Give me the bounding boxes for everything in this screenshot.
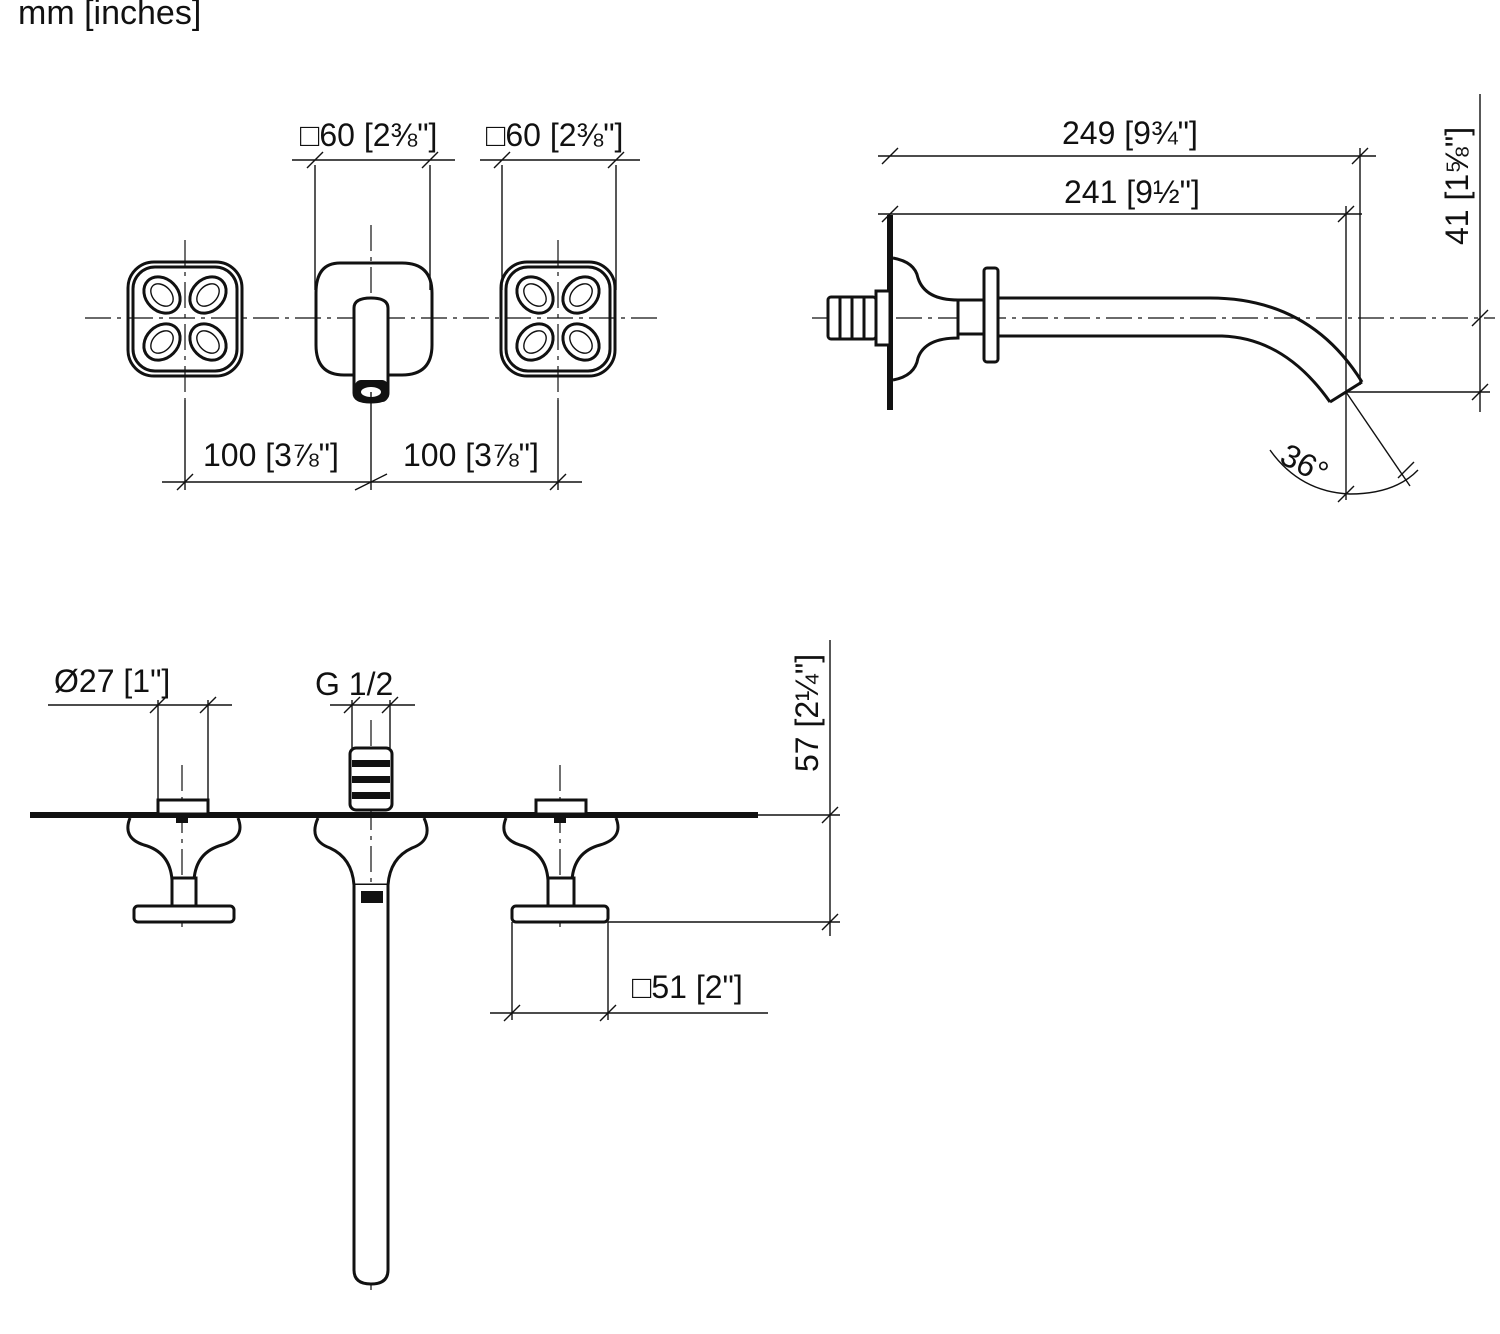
front-view: Ø27 [1"] G 1/2 57 [2¼"] □51 [2"] <box>30 640 840 1290</box>
right-handle-profile <box>502 798 620 924</box>
label-right-handle-width: □60 [2⅜"] <box>486 117 623 153</box>
dim-spout-length <box>878 147 1376 385</box>
dim-left-handle-width <box>292 151 455 290</box>
label-spout-length: 249 [9¾"] <box>1062 115 1198 151</box>
dim-spacing <box>162 392 582 491</box>
label-thread: G 1/2 <box>315 666 393 702</box>
left-handle-rosette <box>126 260 244 378</box>
dim-spout-angle <box>1269 391 1419 503</box>
rear-thread <box>826 289 892 347</box>
dim-depth <box>608 640 840 936</box>
left-handle-profile <box>126 798 242 924</box>
label-spout-height: 41 [1⅝"] <box>1439 127 1475 245</box>
spout-escutcheon <box>314 261 434 404</box>
right-handle-rosette <box>499 260 617 378</box>
dim-spout-height <box>1345 94 1490 412</box>
dim-handle-base <box>490 922 768 1022</box>
label-spacing-right: 100 [3⅞"] <box>403 437 539 473</box>
dim-thread <box>330 696 415 748</box>
dim-spout-projection <box>878 205 1362 500</box>
dim-handle-diameter <box>48 696 232 800</box>
label-handle-diameter: Ø27 [1"] <box>54 663 170 699</box>
label-depth: 57 [2¼"] <box>789 654 825 772</box>
side-view: 249 [9¾"] 241 [9½"] 41 [1⅝"] 36° <box>812 94 1495 503</box>
label-spout-angle: 36° <box>1275 436 1335 491</box>
spout-profile <box>313 746 429 1286</box>
dim-right-handle-width <box>480 151 640 290</box>
top-view: □60 [2⅜"] □60 [2⅜"] 100 [3⅞"] 100 [3⅞"] <box>85 117 660 491</box>
label-left-handle-width: □60 [2⅜"] <box>300 117 437 153</box>
label-spacing-left: 100 [3⅞"] <box>203 437 339 473</box>
units-label: mm [inches] <box>18 0 202 32</box>
label-handle-base: □51 [2"] <box>632 969 743 1005</box>
label-spout-projection: 241 [9½"] <box>1064 174 1200 210</box>
